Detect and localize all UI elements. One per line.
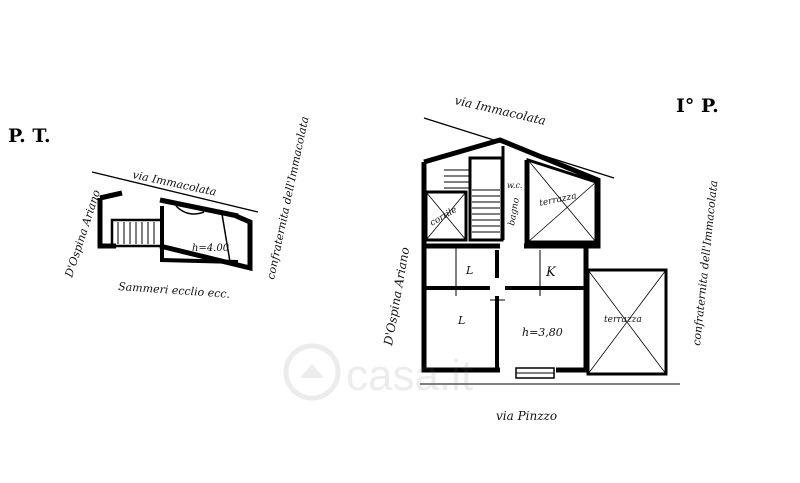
ground-street-line	[91, 171, 259, 213]
room-l-bottom-label: L	[457, 314, 465, 327]
ground-door-swing	[175, 205, 231, 263]
terrazza-top-label: terrazza	[539, 191, 578, 209]
first-stairs-treads	[444, 169, 500, 233]
ground-street-right: confraternita dell'Immacolata	[264, 115, 311, 280]
terrazza-top-cross	[527, 159, 597, 243]
watermark-house-icon	[300, 364, 324, 378]
bagno-label: bagno	[507, 197, 522, 227]
first-floor-title: I° P.	[676, 95, 719, 117]
watermark-logo-icon	[283, 343, 341, 401]
terrazza-right-cross	[587, 269, 667, 375]
room-l-top-label: L	[465, 264, 473, 277]
first-interior-walls	[424, 248, 586, 368]
cortile-label: cortile	[429, 205, 460, 228]
casa-watermark: casa.it	[283, 343, 473, 401]
ground-floor-title: P. T.	[8, 125, 51, 147]
first-street-bottom: via Pinzzo	[496, 409, 557, 423]
ground-outer-walls	[97, 198, 253, 272]
ground-height-label: h=4.00	[192, 243, 230, 254]
ground-street-left: D'Ospina Ariano	[62, 188, 103, 280]
ground-inner-walls	[160, 206, 239, 264]
first-street-right: confraternita dell'Immacolata	[690, 180, 720, 347]
wc-label: w.c.	[507, 181, 522, 190]
ground-front-wall	[99, 190, 239, 219]
ground-below-note: Sammeri ecclio ecc.	[118, 280, 231, 301]
first-street-top: via Immacolata	[453, 93, 547, 128]
cortile-cross	[425, 191, 467, 241]
ground-floor-plan: P. T. via Immacolata h=4.00 D'Ospina Ari…	[8, 115, 311, 301]
first-stairs-box	[468, 156, 504, 242]
first-street-left: D'Ospina Ariano	[381, 246, 412, 347]
terrazza-right-label: terrazza	[604, 315, 642, 325]
room-kitchen-label: K	[545, 265, 557, 280]
cortile-room	[424, 190, 468, 242]
first-height-label: h=3,80	[522, 326, 563, 339]
watermark-text: casa.it	[346, 351, 473, 400]
ground-street-top: via Immacolata	[131, 168, 217, 198]
ground-stairs-treads	[117, 222, 155, 244]
